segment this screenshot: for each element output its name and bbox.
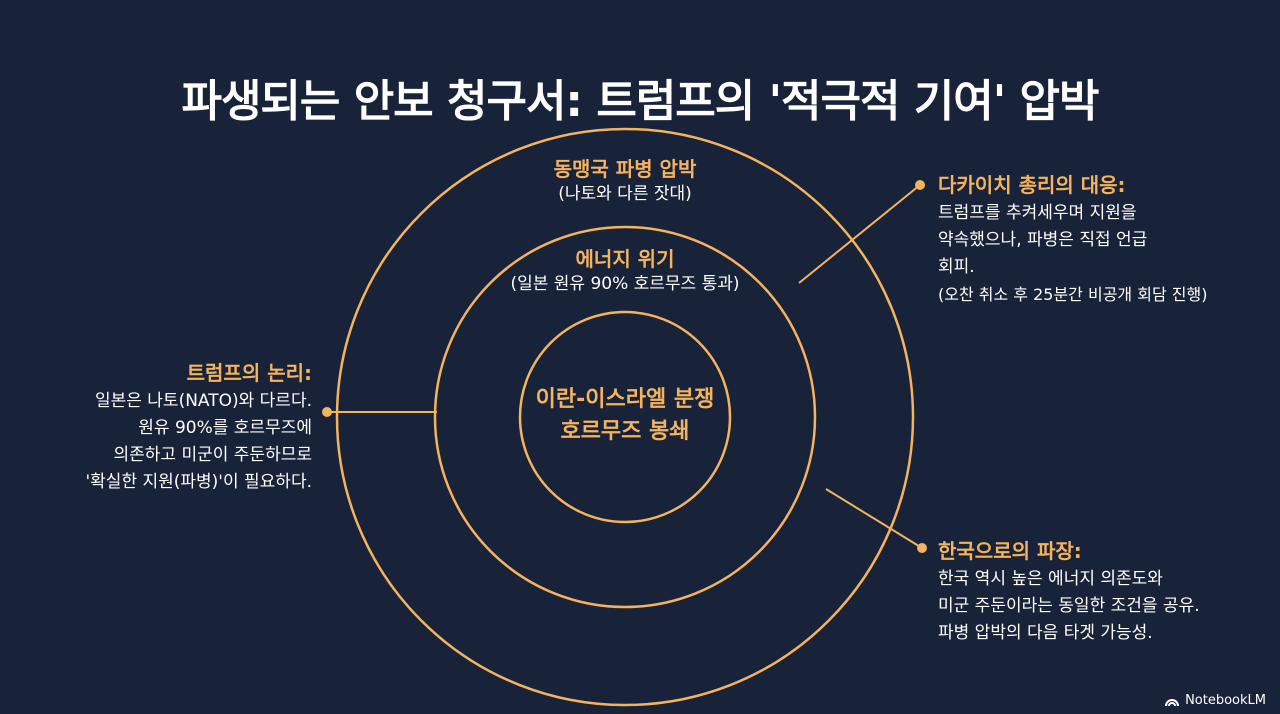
connector-dot-takaichi [915,180,925,190]
callout-trump-logic-line: 일본은 나토(NATO)와 다르다. [94,391,312,411]
page-title: 파생되는 안보 청구서: 트럼프의 '적극적 기여' 압박 [181,76,1099,128]
callout-trump-logic-title: 트럼프의 논리: [186,361,312,385]
connector-dot-korea [917,543,927,553]
middle-ring-title: 에너지 위기 [575,247,675,271]
callout-takaichi-line: (오찬 취소 후 25분간 비공개 회담 진행) [938,285,1208,304]
outer-ring-label: 동맹국 파병 압박 (나토와 다른 잣대) [425,156,825,206]
callout-takaichi-line: 회피. [938,257,975,277]
outer-ring [335,127,915,707]
callout-takaichi-title: 다카이치 총리의 대응: [938,173,1126,197]
callout-trump-logic-line: '확실한 지원(파병)'이 필요하다. [85,472,312,492]
callout-korea-line: 파병 압박의 다음 타겟 가능성. [938,623,1153,643]
callout-takaichi-line: 트럼프를 추켜세우며 지원을 [938,203,1137,223]
connector-line-takaichi [798,184,921,284]
notebooklm-branding: NotebookLM [1164,693,1266,708]
middle-ring-label: 에너지 위기 (일본 원유 90% 호르무즈 통과) [425,246,825,296]
connector-line-korea [825,488,923,549]
core-label-line1: 이란-이스라엘 분쟁 [535,387,715,412]
callout-korea-title: 한국으로의 파장: [938,539,1082,563]
callout-trump-logic-line: 원유 90%를 호르무즈에 [138,418,312,438]
middle-ring [433,225,817,609]
callout-trump-logic: 트럼프의 논리: 일본은 나토(NATO)와 다르다. 원유 90%를 호르무즈… [20,358,312,496]
notebooklm-logo-icon [1165,698,1180,706]
callout-takaichi-line: 약속했으나, 파병은 직접 언급 [938,230,1148,250]
callout-takaichi: 다카이치 총리의 대응: 트럼프를 추켜세우며 지원을 약속했으나, 파병은 직… [938,170,1268,308]
callout-korea-line: 한국 역시 높은 에너지 의존도와 [938,569,1163,589]
inner-ring [518,310,732,524]
core-label-line2: 호르무즈 봉쇄 [560,419,690,444]
brand-name: NotebookLM [1185,693,1266,708]
callout-korea-line: 미군 주둔이라는 동일한 조건을 공유. [938,596,1200,616]
connector-dot-trump-logic [322,407,332,417]
middle-ring-subtitle: (일본 원유 90% 호르무즈 통과) [510,274,740,294]
outer-ring-subtitle: (나토와 다른 잣대) [558,184,692,204]
outer-ring-title: 동맹국 파병 압박 [553,157,697,181]
callout-korea: 한국으로의 파장: 한국 역시 높은 에너지 의존도와 미군 주둔이라는 동일한… [938,536,1268,647]
core-label: 이란-이스라엘 분쟁 호르무즈 봉쇄 [475,384,775,448]
callout-trump-logic-line: 의존하고 미군이 주둔하므로 [113,445,313,465]
